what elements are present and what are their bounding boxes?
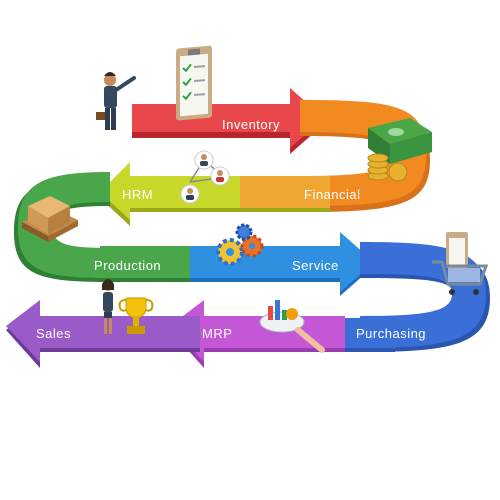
label-mrp: MRP — [202, 326, 232, 341]
businessman-icon — [96, 72, 136, 130]
label-inventory: Inventory — [222, 117, 280, 132]
label-financial: Financial — [304, 187, 361, 202]
label-service: Service — [292, 258, 339, 273]
gears-icon — [216, 223, 264, 266]
shopping-cart-icon — [432, 232, 489, 295]
trophy-icon — [118, 297, 154, 334]
inventory-arrow — [132, 88, 324, 154]
label-production: Production — [94, 258, 161, 273]
label-hrm: HRM — [122, 187, 153, 202]
cardboard-boxes-icon — [22, 196, 78, 242]
clipboard-checklist-icon — [176, 45, 212, 121]
label-purchasing: Purchasing — [356, 326, 426, 341]
businesswoman-icon — [102, 279, 114, 334]
analytics-magnifier-icon — [259, 300, 325, 353]
org-chart-icon — [180, 150, 230, 204]
money-stack-icon — [367, 118, 432, 182]
financial-hrm-arrow — [100, 162, 330, 226]
label-sales: Sales — [36, 326, 71, 341]
